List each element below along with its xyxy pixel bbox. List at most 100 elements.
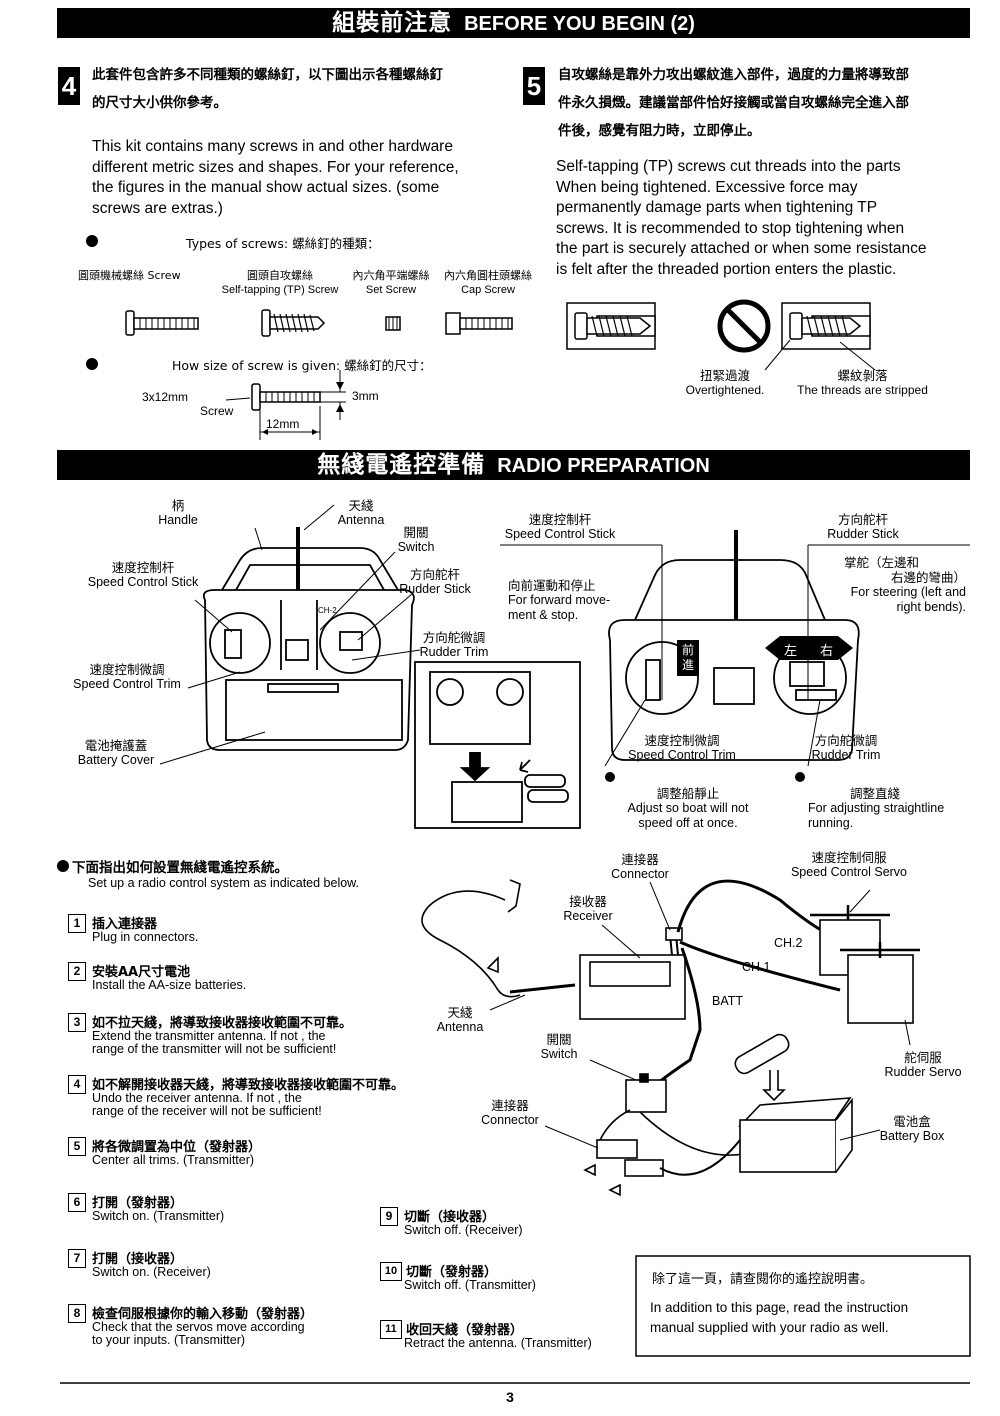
step-5-badge: 5 — [523, 67, 545, 105]
screw-size-length: 12mm — [266, 417, 300, 431]
label-adjust-en1: Adjust so boat will not — [627, 801, 749, 815]
step-5-zh-line1: 自攻螺絲是靠外力攻出螺紋進入部件，過度的力量將導致部 — [558, 67, 909, 83]
label-speed-trim-right-en: Speed Control Trim — [628, 748, 736, 762]
note-zh: 除了這一頁，請查閱你的遙控說明書。 — [652, 1272, 874, 1287]
bullet-icon — [86, 358, 98, 370]
setup-step-en: Retract the antenna. (Transmitter) — [404, 1336, 592, 1350]
screw-size-label: How size of screw is given: 螺絲釘的尺寸： — [172, 358, 432, 373]
step-5-en-line5: the part is securely attached or when so… — [556, 240, 927, 257]
label-receiver-switch-zh: 開關 — [546, 1032, 572, 1047]
setup-step-zh: 如不拉天綫，將導致接收器接收範圍不可靠。 — [92, 1016, 353, 1031]
label-ch2-small: CH-2 — [318, 606, 337, 615]
setup-step-zh: 切斷（接收器） — [404, 1210, 496, 1225]
setup-step-zh: 檢查伺服根據你的輸入移動（發射器） — [92, 1307, 314, 1322]
machine-screw-icon — [125, 310, 199, 336]
step-5-en-text: Self-tapping (TP) screws cut threads int… — [556, 157, 971, 280]
label-connector-bottom-zh: 連接器 — [491, 1098, 529, 1113]
step-4-en-line2: different metric sizes and shapes. For y… — [92, 158, 459, 176]
screw-machine-label: 圓頭機械螺絲 Screw — [78, 269, 181, 282]
screw-set-en: Set Screw — [365, 284, 417, 296]
label-connector-bottom-en: Connector — [481, 1113, 539, 1127]
step-5-en-line2: When being tightened. Excessive force ma… — [556, 178, 858, 196]
setup-step-number: 10 — [380, 1262, 402, 1281]
screw-size-screw-word: Screw — [200, 404, 234, 418]
setup-step-en-line2: range of the receiver will not be suffic… — [92, 1104, 322, 1118]
setup-step-en: Install the AA-size batteries. — [92, 978, 247, 992]
setup-step-en: Center all trims. (Transmitter) — [92, 1153, 255, 1167]
label-rudder-servo-en: Rudder Servo — [884, 1065, 962, 1079]
screw-tp-en: Self-tapping (TP) Screw — [221, 284, 339, 296]
transmitter-right-icon — [608, 530, 860, 761]
label-receiver-antenna-en: Antenna — [436, 1020, 484, 1034]
label-steering-en2: right bends). — [896, 600, 966, 614]
label-antenna-en: Antenna — [337, 513, 385, 527]
label-rudder-servo-zh: 舵伺服 — [904, 1050, 942, 1065]
setup-step-en-line2: to your inputs. (Transmitter) — [92, 1333, 246, 1347]
setup-step-number: 9 — [380, 1207, 398, 1226]
setup-step-number: 1 — [68, 914, 86, 933]
label-receiver-en: Receiver — [563, 909, 613, 923]
screw-size-example: 3x12mm — [142, 390, 189, 404]
label-rudder-stick-right-zh: 方向舵杆 — [837, 512, 888, 527]
label-adjust-zh: 調整船靜止 — [656, 786, 720, 801]
screw-types-label: Types of screws: 螺絲釘的種類： — [186, 236, 380, 251]
step-4-en-line1: This kit contains many screws in and oth… — [92, 138, 453, 155]
label-speed-trim-en: Speed Control Trim — [73, 677, 181, 691]
label-handle-en: Handle — [158, 513, 198, 527]
setup-step-en: Switch off. (Receiver) — [404, 1223, 523, 1237]
setup-step-number: 4 — [68, 1075, 86, 1094]
setup-step-number: 3 — [68, 1013, 86, 1032]
label-batt: BATT — [712, 994, 744, 1008]
label-receiver-antenna-zh: 天綫 — [447, 1005, 473, 1020]
overtightened-en: Overtightened. — [685, 383, 765, 397]
forward-arrow-icon — [677, 640, 699, 676]
label-forward-en2: ment & stop. — [508, 608, 579, 622]
prohibited-icon — [717, 299, 771, 353]
label-connector-top-en: Connector — [611, 867, 669, 881]
screw-illustrations — [125, 299, 876, 440]
transmitter-left-icon — [202, 527, 415, 751]
setup-step-en: Plug in connectors. — [92, 930, 199, 944]
page-number: 3 — [506, 1389, 514, 1405]
screw-set-label: 內六角平端螺絲 Set Screw — [345, 268, 437, 298]
label-rudder-stick-right-en: Rudder Stick — [827, 527, 899, 541]
label-speed-trim-zh: 速度控制微調 — [89, 662, 165, 677]
label-handle-zh: 柄 — [171, 498, 185, 513]
section-banner-before-you-begin: 組裝前注意 BEFORE YOU BEGIN (2) — [57, 8, 970, 38]
label-rudder-stick-en: Rudder Stick — [399, 582, 471, 596]
section-title-en: BEFORE YOU BEGIN (2) — [464, 13, 695, 35]
setup-step-zh: 安裝AA尺寸電池 — [92, 965, 191, 980]
step-5-zh-line2: 件永久損燬。建議當部件恰好接觸或當自攻螺絲完全進入部 — [558, 95, 909, 111]
setup-step-number: 2 — [68, 962, 86, 981]
setup-step-zh: 如不解開接收器天綫，將導致接收器接收範圍不可靠。 — [92, 1078, 405, 1093]
bullet-icon — [86, 235, 98, 247]
label-speed-stick-right-zh: 速度控制杆 — [528, 512, 592, 527]
tp-screw-icon — [261, 309, 326, 337]
label-connector-top-zh: 連接器 — [621, 852, 659, 867]
overtightened-label: 扭緊過渡 Overtightened. — [680, 368, 770, 398]
battery-install-inset-icon — [414, 661, 581, 829]
section-title-zh: 組裝前注意 — [332, 10, 453, 36]
setup-step-en-line2: range of the transmitter will not be suf… — [92, 1042, 337, 1056]
setup-step-zh: 切斷（發射器） — [406, 1265, 498, 1280]
note-en-line1: In addition to this page, read the instr… — [650, 1300, 909, 1315]
